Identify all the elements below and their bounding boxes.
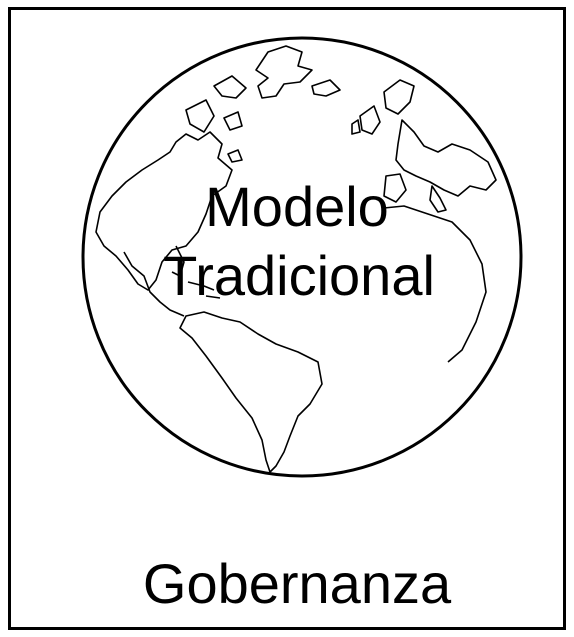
scandinavia-outline [383,79,415,115]
europe-outline [395,119,497,197]
italy-outline [429,185,447,213]
caribbean-outline [205,295,221,299]
caribbean-outline [187,281,215,291]
globe-outline [81,36,523,478]
british-isles-outline [359,105,381,135]
iberia-outline [383,173,407,203]
south-america-outline [179,311,323,473]
arctic-island-outline [213,75,247,99]
diagram-title-line-1: Modelo [205,175,389,238]
diagram-title-line-2: Tradicional [163,244,435,307]
florida-outline [171,245,185,277]
central-america-outline [123,251,185,317]
arctic-island-outline [185,99,215,133]
north-america-outline [95,131,233,291]
iceland-outline [311,79,341,97]
ireland-outline [351,119,361,135]
arctic-island-outline [223,111,243,131]
greenland-outline [255,45,313,99]
africa-outline [383,205,487,363]
diagram-caption: Gobernanza [142,552,452,615]
island-outline [227,149,243,163]
